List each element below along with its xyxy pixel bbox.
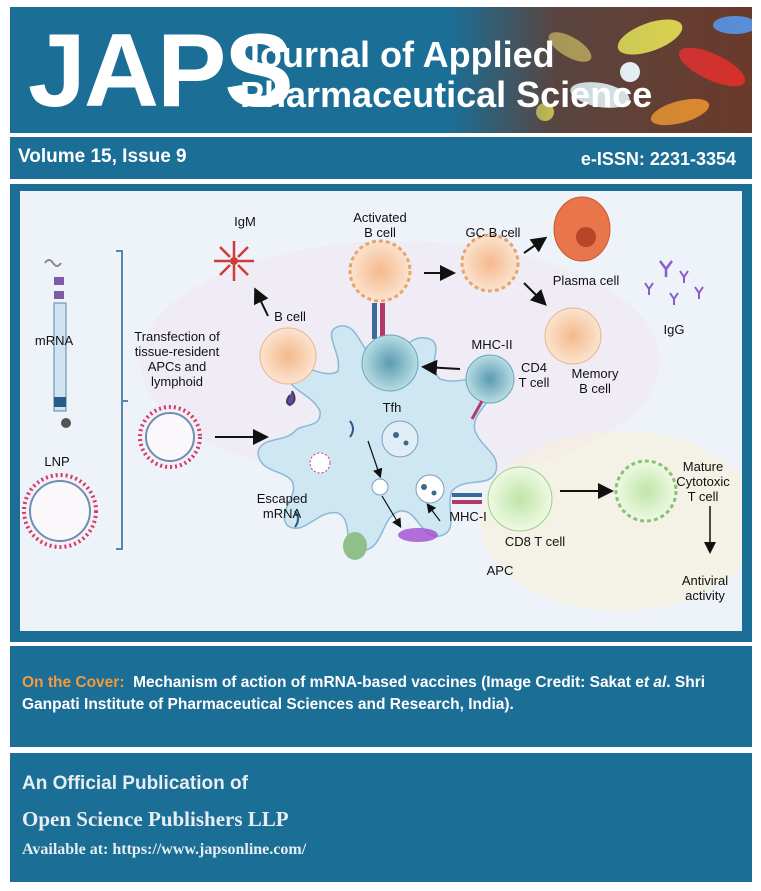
gc-b-cell-icon <box>460 233 520 293</box>
label-plasma-cell: Plasma cell <box>552 273 620 288</box>
cover-figure: mRNA LNP Transfection of tissue-resident… <box>20 191 742 631</box>
footer-website-link[interactable]: Available at: https://www.japsonline.com… <box>22 841 307 858</box>
label-mhc-ii: MHC-II <box>471 337 513 352</box>
cd8-t-cell-icon <box>487 466 553 532</box>
label-antiviral-activity: Antiviral activity <box>681 573 729 603</box>
pills-photo-icon <box>450 7 752 133</box>
caption-label: On the Cover: <box>22 674 125 691</box>
label-igg: IgG <box>663 322 685 337</box>
footer-publisher-name: Open Science Publishers LLP <box>22 807 289 831</box>
label-mature-ctl: Mature Cytotoxic T cell <box>676 459 730 504</box>
mature-ctl-icon <box>614 459 678 523</box>
igg-icon <box>644 260 704 305</box>
tfh-cell-icon <box>361 334 419 392</box>
issue-bar: Volume 15, Issue 9 e-ISSN: 2231-3354 <box>10 137 752 179</box>
label-escaped-mrna: Escaped mRNA <box>256 491 308 521</box>
caption-text-b: . Shri Ganpati Institute of Pharmaceutic… <box>22 674 706 713</box>
caption-etal: t al <box>643 674 667 691</box>
mechanism-diagram <box>22 196 742 611</box>
activated-b-cell-icon <box>348 239 412 303</box>
label-tfh: Tfh <box>382 400 402 415</box>
caption-text-a: Mechanism of action of mRNA-based vaccin… <box>133 674 644 691</box>
mrna-strand-icon <box>44 259 71 428</box>
cd4-t-cell-icon <box>465 354 515 404</box>
label-cd8-t-cell: CD8 T cell <box>504 534 566 549</box>
label-cd4-t-cell: CD4 T cell <box>518 360 550 390</box>
lnp-icon <box>22 473 98 549</box>
journal-title-line1: Journal of Applied <box>240 34 555 75</box>
igm-icon <box>214 241 254 281</box>
label-igm: IgM <box>234 214 256 229</box>
label-activated-b-cell: Activated B cell <box>353 210 407 240</box>
memory-b-cell-icon <box>544 307 602 365</box>
eissn: e-ISSN: 2231-3354 <box>580 149 736 169</box>
footer-official-publication: An Official Publication of <box>22 773 248 794</box>
label-memory-b-cell: Memory B cell <box>571 366 619 396</box>
publisher-footer: An Official Publication of Open Science … <box>10 753 752 882</box>
journal-logo: JAPS <box>28 13 294 129</box>
journal-header: JAPS Journal of Applied Pharmaceutical S… <box>10 7 752 133</box>
label-mhc-i: MHC-I <box>449 509 487 524</box>
label-transfection: Transfection of tissue-resident APCs and… <box>134 329 220 389</box>
label-b-cell: B cell <box>274 309 306 324</box>
label-mrna: mRNA <box>34 333 74 348</box>
label-apc: APC <box>486 563 514 578</box>
label-lnp: LNP <box>44 454 70 469</box>
caption-text: On the Cover: Mechanism of action of mRN… <box>22 672 744 716</box>
label-gc-b-cell: GC B cell <box>465 225 521 240</box>
journal-title: Journal of Applied Pharmaceutical Scienc… <box>240 35 652 115</box>
volume-issue: Volume 15, Issue 9 <box>18 146 187 167</box>
b-cell-icon <box>259 327 317 385</box>
cover-caption: On the Cover: Mechanism of action of mRN… <box>10 646 752 747</box>
journal-title-line2: Pharmaceutical Science <box>240 74 653 115</box>
transfected-lnp-icon <box>138 405 202 469</box>
